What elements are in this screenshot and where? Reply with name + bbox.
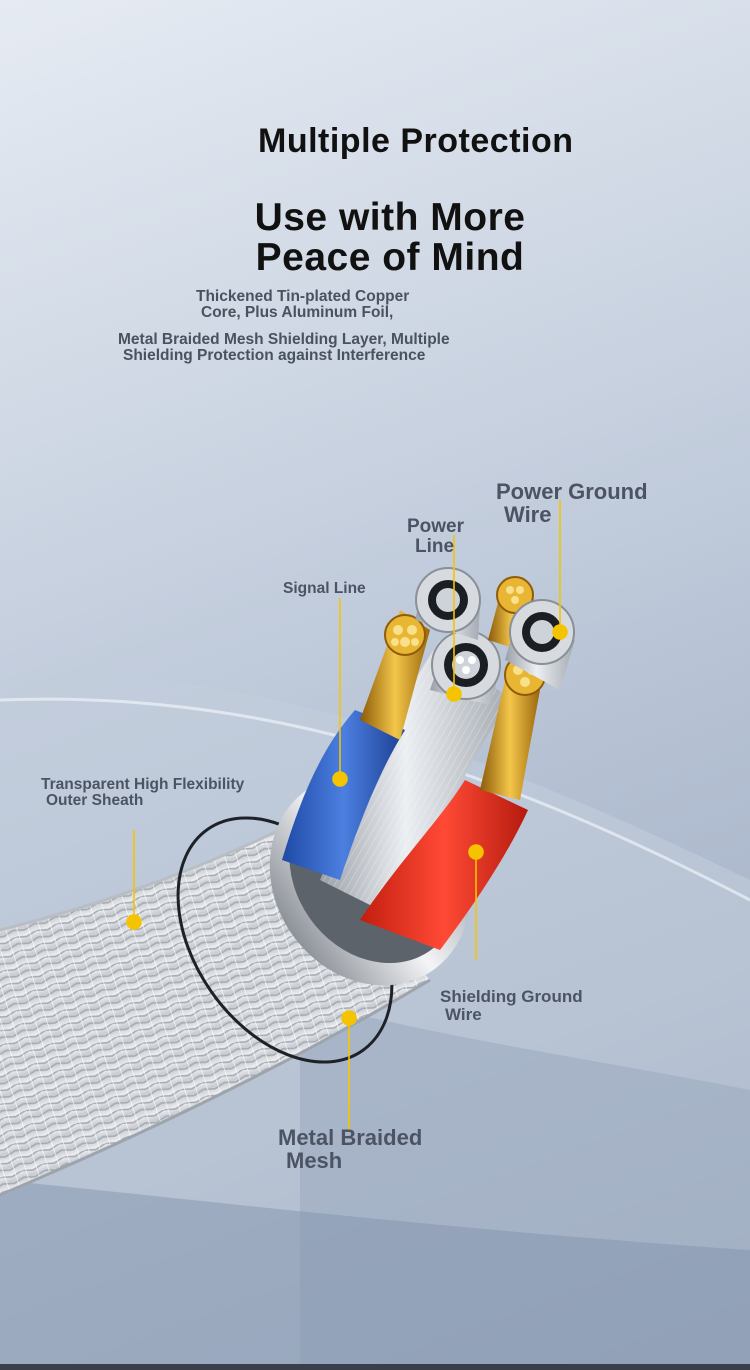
label-line: Metal Braided — [278, 1125, 423, 1150]
label-shielding-ground-wire: Shielding Ground Wire — [440, 988, 583, 1024]
signal-line-wire — [282, 610, 430, 880]
label-line: Transparent High Flexibility — [41, 776, 245, 793]
label-line: Power Ground — [496, 479, 648, 504]
label-outer-sheath: Transparent High Flexibility Outer Sheat… — [41, 776, 245, 810]
headline: Multiple Protection — [258, 122, 574, 160]
label-line: Signal Line — [283, 580, 366, 597]
callout-leaders — [126, 500, 568, 1130]
subheadline-line1: Use with More — [254, 196, 526, 239]
label-metal-braided-mesh: Metal Braided Mesh — [278, 1126, 422, 1172]
label-line: Mesh — [286, 1148, 343, 1174]
label-line: Wire — [445, 1004, 482, 1024]
subheadline: Use with More Peace of Mind — [230, 198, 550, 278]
label-line: Shielding Ground — [440, 987, 583, 1006]
description-line: Metal Braided Mesh Shielding Layer, Mult… — [118, 331, 450, 348]
description-line: Core, Plus Aluminum Foil, — [201, 304, 394, 321]
label-line: Wire — [504, 502, 552, 528]
label-line: Power — [407, 516, 465, 537]
description-line: Thickened Tin-plated Copper — [196, 288, 410, 305]
description-line: Shielding Protection against Interferenc… — [123, 347, 426, 364]
power-ground-wire — [505, 599, 575, 690]
label-power-ground-wire: Power Ground Wire — [496, 480, 648, 526]
label-signal-line: Signal Line — [283, 580, 366, 597]
label-line: Line — [415, 535, 455, 557]
label-power-line: Power Line — [407, 517, 464, 557]
label-line: Outer Sheath — [46, 792, 144, 810]
description-copper-core: Thickened Tin-plated Copper Core, Plus A… — [196, 289, 409, 321]
subheadline-line2: Peace of Mind — [255, 236, 525, 279]
description-braided-shield: Metal Braided Mesh Shielding Layer, Mult… — [118, 332, 450, 364]
